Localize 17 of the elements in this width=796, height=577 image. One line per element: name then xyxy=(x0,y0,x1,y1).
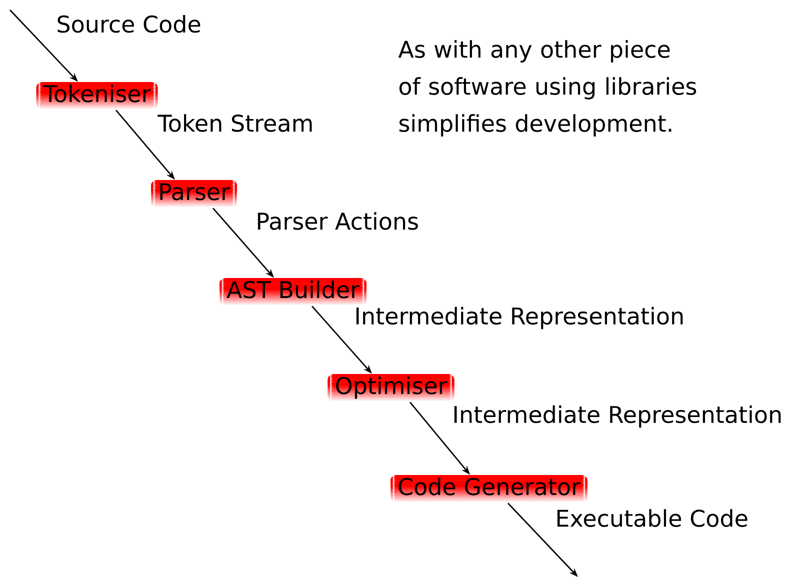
node-label: Parser xyxy=(160,183,230,200)
node-label: Code Generator xyxy=(398,478,580,496)
process-box: Parser xyxy=(151,180,237,208)
process-box: AST Builder xyxy=(219,278,367,306)
edge-label: Token Stream xyxy=(158,114,312,132)
process-box: Code Generator xyxy=(390,475,588,503)
edge-label: Parser Actions xyxy=(258,212,418,230)
node-label: Optimiser xyxy=(336,376,448,399)
edge-label: Intermediate Representation xyxy=(356,306,683,330)
note-text: As with any other piece of software using libraries simplifies development. xyxy=(398,40,696,136)
process-box: Optimiser xyxy=(328,374,454,402)
edge-label: Source Code xyxy=(58,14,200,33)
edge-label: Executable Code xyxy=(557,509,748,527)
process-box: Tokeniser xyxy=(36,82,158,110)
node-label: AST Builder xyxy=(226,280,360,298)
node-label: Tokeniser xyxy=(43,84,151,102)
edge-label: Intermediate Representation xyxy=(454,405,781,428)
